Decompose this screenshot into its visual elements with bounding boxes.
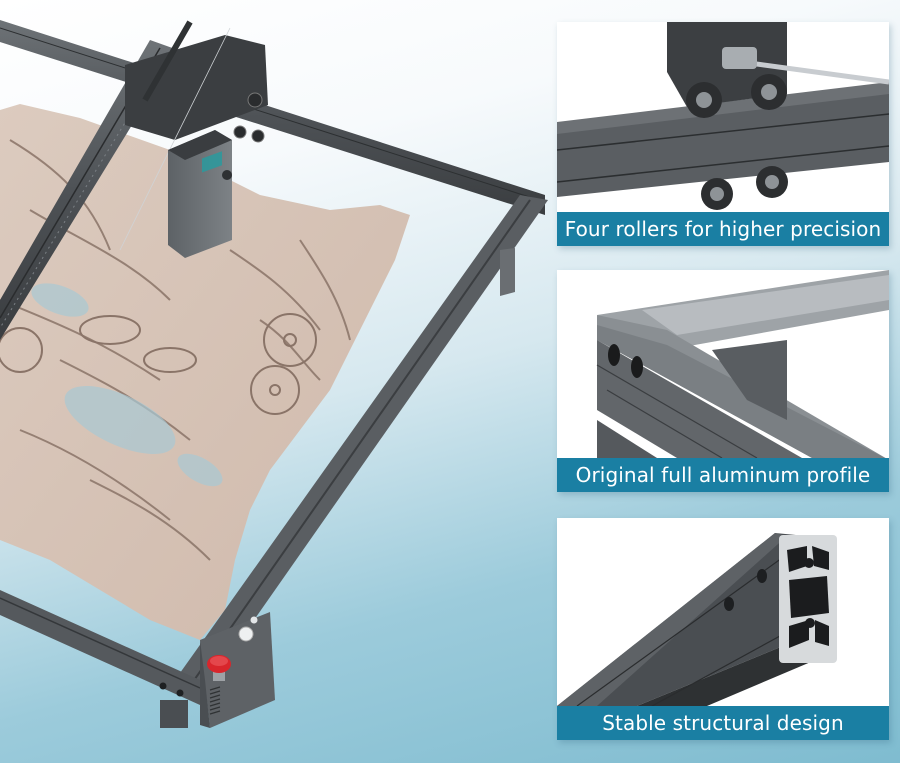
carriage xyxy=(119,20,268,251)
emergency-stop-button xyxy=(207,655,231,681)
right-rail xyxy=(175,195,548,690)
feature-panel-aluminum-profile: Original full aluminum profile xyxy=(557,270,889,492)
feature-panel-rollers: Four rollers for higher precision xyxy=(557,22,889,246)
laser-module xyxy=(168,130,232,258)
front-rail xyxy=(0,590,201,728)
wood-artwork xyxy=(0,104,410,640)
control-box xyxy=(200,612,275,728)
roller-icon xyxy=(686,74,788,210)
extrusion-profile-image xyxy=(557,533,837,706)
profile-cross-section-icon xyxy=(779,535,837,663)
hero-machine-image xyxy=(0,20,548,728)
caption-aluminum-profile: Original full aluminum profile xyxy=(557,458,889,492)
laser-engraver-illustration xyxy=(0,20,548,728)
rollers-closeup-image xyxy=(557,22,889,210)
caption-rollers: Four rollers for higher precision xyxy=(557,212,889,246)
caption-structural-design: Stable structural design xyxy=(557,706,889,740)
aluminum-frame-corner-image xyxy=(596,270,889,458)
feature-panel-structural-design: Stable structural design xyxy=(557,518,889,740)
